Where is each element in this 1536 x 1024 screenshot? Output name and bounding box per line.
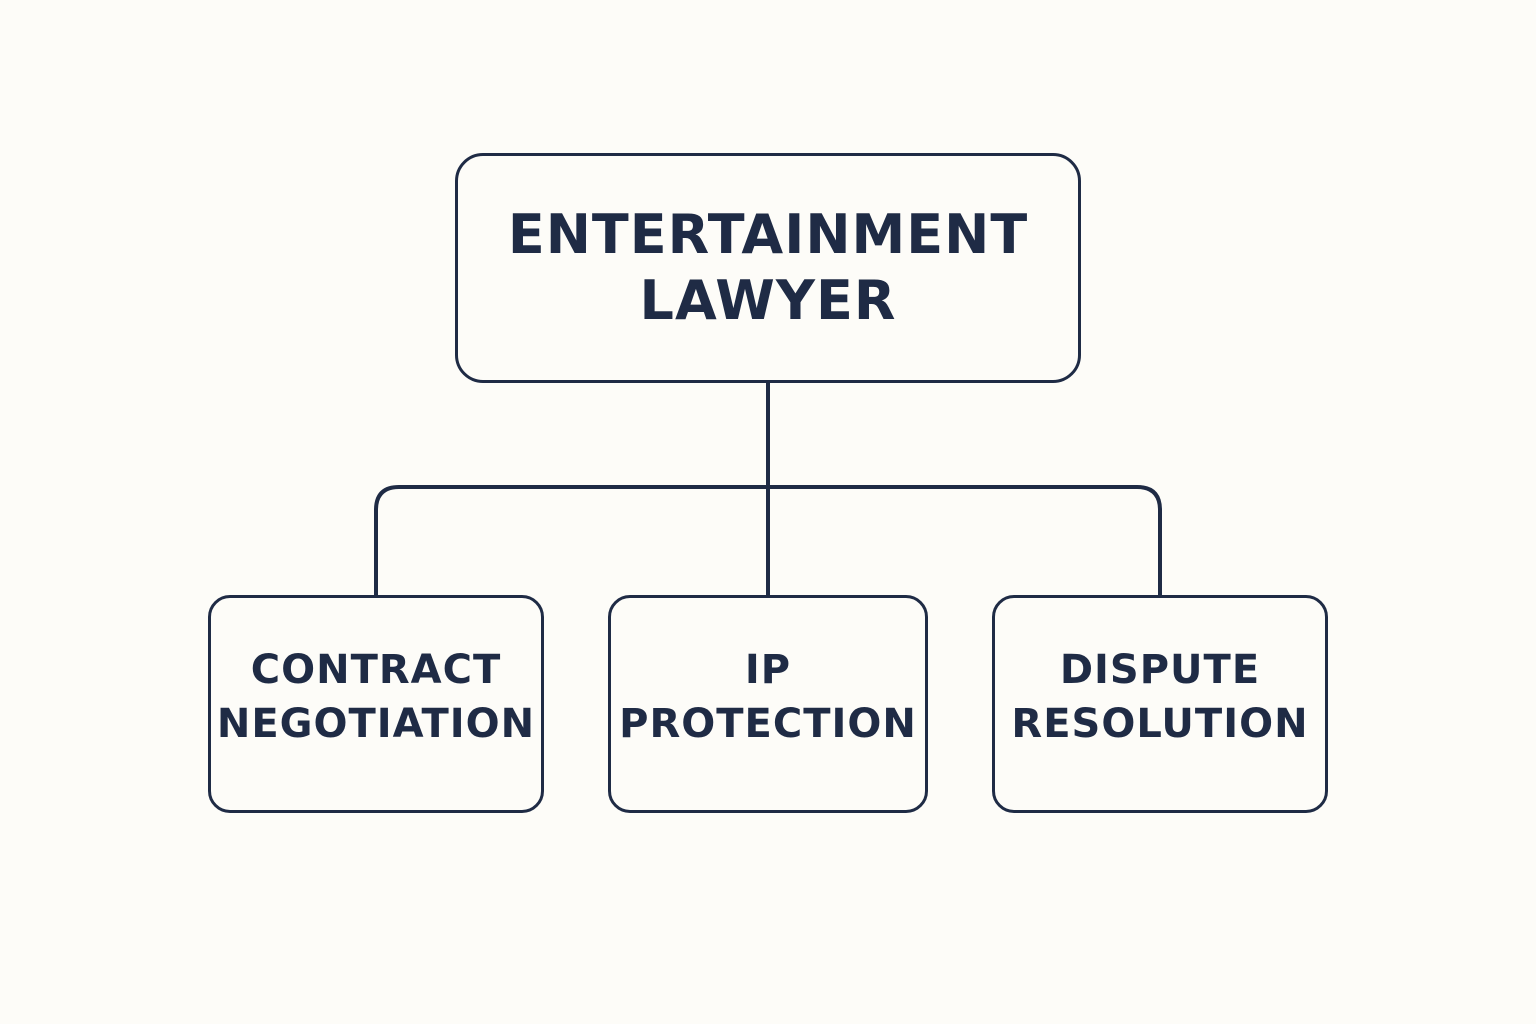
child-node-label-line1: CONTRACT (250, 647, 502, 693)
root-node-label-line2: LAWYER (639, 269, 897, 332)
branch-line (374, 485, 1162, 595)
root-node-label-line1: ENTERTAINMENT (507, 203, 1029, 266)
child-node-dispute-resolution: DISPUTE RESOLUTION (992, 595, 1328, 813)
child-node-label-line2: PROTECTION (619, 701, 917, 747)
root-node-entertainment-lawyer: ENTERTAINMENT LAWYER (455, 153, 1081, 383)
child-node-label-line2: NEGOTIATION (216, 701, 536, 747)
child-node-ip-protection: IP PROTECTION (608, 595, 928, 813)
child-node-label-line1: IP (744, 647, 792, 693)
child-node-label-line2: RESOLUTION (1011, 701, 1309, 747)
child-node-contract-negotiation: CONTRACT NEGOTIATION (208, 595, 544, 813)
child-node-label-line1: DISPUTE (1059, 647, 1261, 693)
